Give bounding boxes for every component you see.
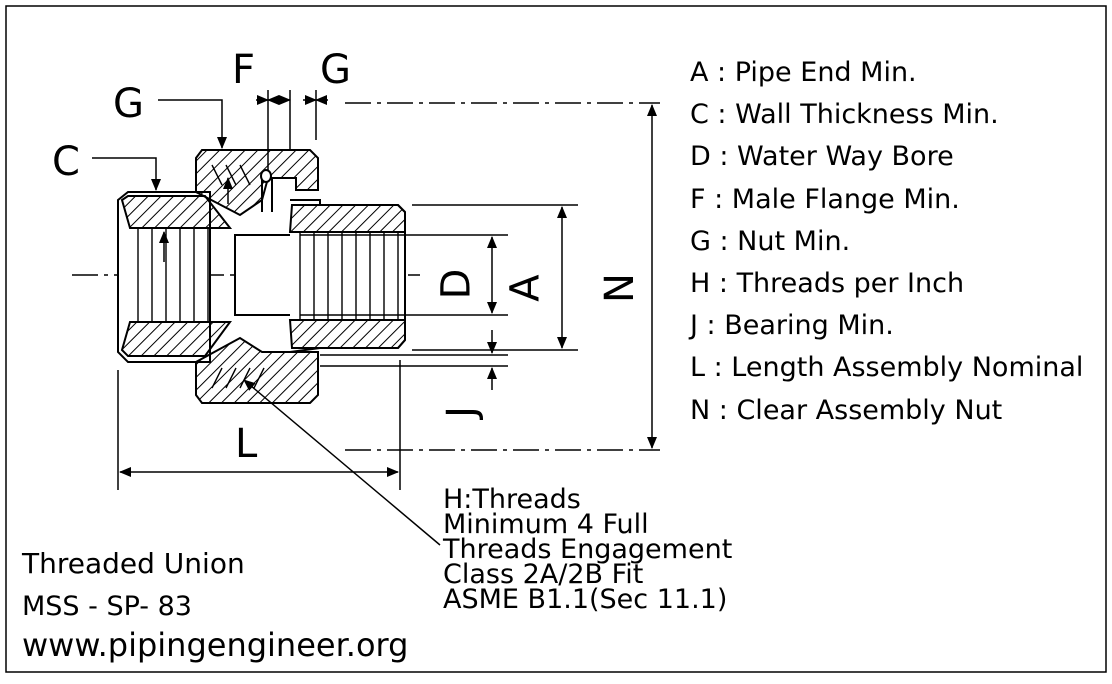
legend-item-g: G : Nut Min. — [690, 225, 851, 257]
dim-label-f: F — [232, 47, 256, 93]
outer-border — [5, 5, 1107, 673]
dim-label-a: A — [502, 274, 549, 302]
legend-item-a: A : Pipe End Min. — [690, 57, 917, 88]
legend-item-f: F : Male Flange Min. — [690, 183, 960, 215]
dimension-lines — [92, 90, 660, 546]
drawing-title: Threaded Union — [22, 547, 245, 580]
dim-label-n: N — [596, 273, 643, 303]
thread-note-line: ASME B1.1(Sec 11.1) — [443, 584, 728, 615]
legend-item-n: N : Clear Assembly Nut — [690, 394, 1003, 426]
union-body — [117, 149, 406, 404]
legend-item-c: C : Wall Thickness Min. — [690, 99, 999, 131]
dim-label-c: C — [52, 139, 80, 185]
thread-note-line: H:Threads — [443, 484, 581, 515]
legend: A : Pipe End Min. C : Wall Thickness Min… — [690, 52, 1083, 432]
website-link[interactable]: www.pipingengineer.org — [22, 626, 409, 664]
dim-label-l: L — [235, 421, 258, 467]
thread-note-line: Class 2A/2B Fit — [443, 559, 644, 590]
thread-note-line: Minimum 4 Full — [443, 509, 649, 540]
dim-label-g: G — [113, 81, 144, 127]
legend-item-d: D : Water Way Bore — [690, 141, 954, 173]
legend-item-h: H : Threads per Inch — [690, 268, 965, 300]
legend-item-l: L : Length Assembly Nominal — [690, 352, 1084, 384]
dim-label-g-top: G — [320, 47, 351, 93]
dim-label-d: D — [433, 268, 480, 300]
thread-note-line: Threads Engagement — [443, 534, 733, 565]
thread-note: H:Threads Minimum 4 Full Threads Engagem… — [443, 484, 733, 615]
standard-label: MSS - SP- 83 — [22, 591, 192, 622]
dim-label-j: J — [438, 406, 485, 418]
legend-item-j: J : Bearing Min. — [690, 310, 894, 342]
